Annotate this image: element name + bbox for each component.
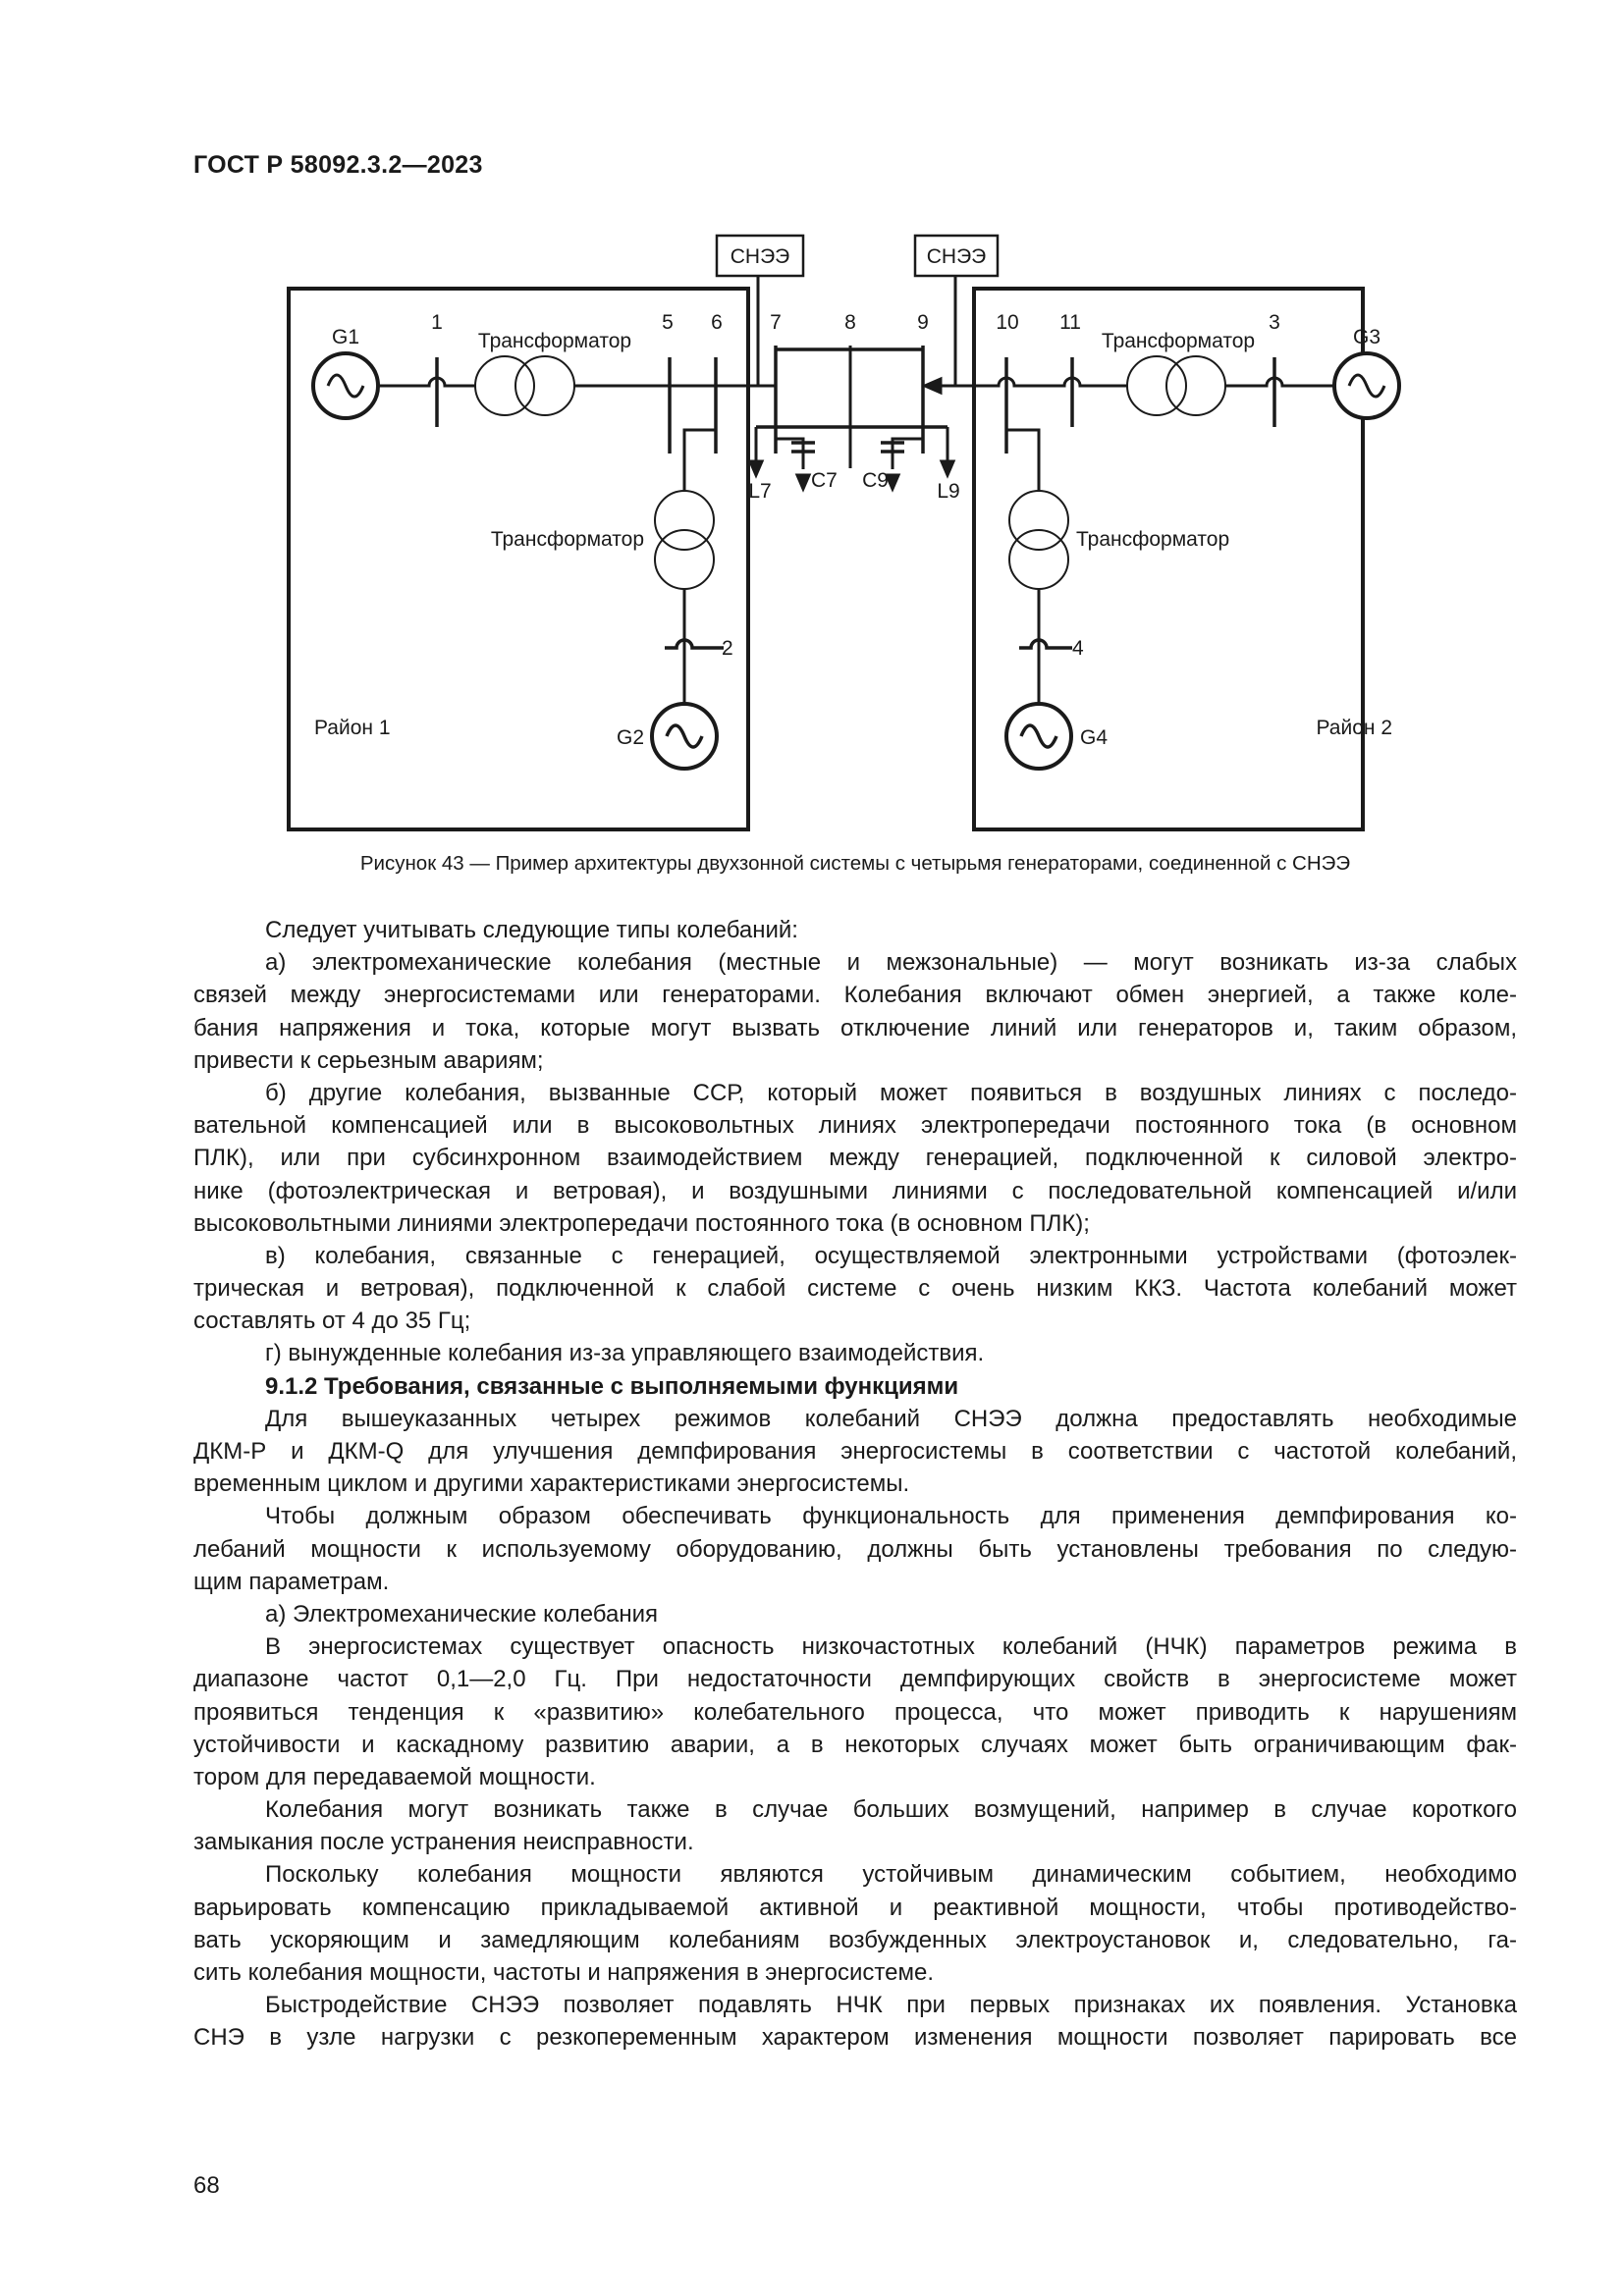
text-line: ДКМ-Р и ДКМ-Q для улучшения демпфировани… — [193, 1438, 1517, 1465]
bus-label: 3 — [1269, 311, 1280, 334]
generator-label: G2 — [617, 726, 644, 749]
text-line: Следует учитывать следующие типы колебан… — [265, 917, 798, 943]
text-line: трическая и ветровая), подключенной к сл… — [193, 1275, 1517, 1303]
text-line: Поскольку колебания мощности являются ус… — [265, 1861, 1517, 1889]
bus-label: 4 — [1072, 637, 1084, 660]
area-label: Район 2 — [1316, 717, 1392, 739]
transformer-label: Трансформатор — [1102, 330, 1255, 352]
text-line: варьировать компенсацию прикладываемой а… — [193, 1894, 1517, 1921]
text-line: Колебания могут возникать также в случае… — [265, 1796, 1517, 1824]
text-line: временным циклом и другими характеристик… — [193, 1470, 910, 1498]
section-heading: 9.1.2 Требования, связанные с выполняемы… — [193, 1370, 1517, 1403]
body-text: Следует учитывать следующие типы колебан… — [193, 914, 1517, 2055]
text-line: ПЛК), или при субсинхронном взаимодейств… — [193, 1145, 1517, 1172]
storage-label: СНЭЭ — [731, 245, 790, 268]
figure-caption: Рисунок 43 — Пример архитектуры двухзонн… — [359, 852, 1351, 875]
text-line: связей между энергосистемами или генерат… — [193, 982, 1517, 1009]
text-line: а) Электромеханические колебания — [265, 1600, 658, 1628]
text-line: привести к серьезным авариям; — [193, 1046, 544, 1074]
bus-label: 2 — [722, 637, 733, 660]
generator-g1-icon — [311, 351, 380, 420]
storage-box-1 — [715, 234, 805, 278]
transformer-icon — [1008, 490, 1069, 551]
bus-label: 1 — [431, 311, 443, 334]
paragraph: Для вышеуказанных четырех режимов колеба… — [193, 1403, 1517, 1501]
transformer-label: Трансформатор — [491, 528, 644, 551]
generator-g2-icon — [650, 702, 719, 771]
paragraph: а) электромеханические колебания (местны… — [193, 946, 1517, 1077]
paragraph: в) колебания, связанные с генерацией, ос… — [193, 1240, 1517, 1338]
text-line: сить колебания мощности, частоты и напря… — [193, 1959, 934, 1986]
load-label: L7 — [748, 480, 771, 503]
text-line: устойчивости и каскадному развитию авари… — [193, 1731, 1517, 1758]
transformer-icon — [1126, 355, 1187, 416]
text-line: тором для передаваемой мощности. — [193, 1763, 596, 1790]
two-area-system-diagram: СНЭЭ СНЭЭ G1 G2 G3 G4 1 2 3 4 5 6 7 8 9 … — [287, 234, 1401, 831]
text-line: В энергосистемах существует опасность ни… — [265, 1633, 1517, 1661]
bus-label: 7 — [770, 311, 782, 334]
text-line: замыкания после устранения неисправности… — [193, 1829, 694, 1856]
text-line: диапазоне частот 0,1—2,0 Гц. При недоста… — [193, 1666, 1517, 1693]
paragraph: Быстродействие СНЭЭ позволяет подавлять … — [193, 1989, 1517, 2054]
transformer-icon — [654, 490, 715, 551]
bus-label: 10 — [996, 311, 1018, 334]
text-line: высоковольтными линиями электропередачи … — [193, 1209, 1090, 1237]
text-line: составлять от 4 до 35 Гц; — [193, 1308, 471, 1335]
generator-label: G1 — [332, 326, 359, 348]
generator-label: G3 — [1353, 326, 1380, 348]
text-line: вательной компенсацией или в высоковольт… — [193, 1112, 1517, 1140]
text-line: Чтобы должным образом обеспечивать функц… — [265, 1503, 1517, 1530]
capacitor-label: C7 — [811, 469, 838, 492]
storage-label: СНЭЭ — [927, 245, 987, 268]
text-line: СНЭ в узле нагрузки с резкопеременным ха… — [193, 2024, 1517, 2052]
bus-label: 8 — [844, 311, 856, 334]
paragraph: б) другие колебания, вызванные ССР, кото… — [193, 1077, 1517, 1240]
paragraph: Следует учитывать следующие типы колебан… — [193, 914, 1517, 946]
document-header: ГОСТ Р 58092.3.2—2023 — [193, 151, 483, 179]
page-number: 68 — [193, 2172, 220, 2199]
capacitor-label: C9 — [862, 469, 889, 492]
text-line: вать ускоряющим и замедляющим колебаниям… — [193, 1926, 1517, 1953]
paragraph: Поскольку колебания мощности являются ус… — [193, 1858, 1517, 1989]
storage-arrow — [921, 376, 943, 396]
text-line: г) вынужденные колебания из-за управляющ… — [265, 1340, 985, 1367]
bus-label: 9 — [917, 311, 929, 334]
paragraph: г) вынужденные колебания из-за управляющ… — [193, 1337, 1517, 1369]
text-line: бания напряжения и тока, которые могут в… — [193, 1014, 1517, 1041]
text-line: 9.1.2 Требования, связанные с выполняемы… — [265, 1372, 959, 1400]
paragraph: В энергосистемах существует опасность ни… — [193, 1630, 1517, 1793]
bus-4 — [1019, 638, 1072, 650]
generator-g4-icon — [1004, 702, 1073, 771]
bus-2 — [665, 638, 724, 650]
area-2-boundary — [972, 287, 1365, 831]
text-line: проявиться тенденция к «развитию» колеба… — [193, 1698, 1517, 1726]
bus-label: 5 — [662, 311, 674, 334]
load-label: L9 — [937, 480, 959, 503]
area-1-boundary — [287, 287, 750, 831]
paragraph: а) Электромеханические колебания — [193, 1598, 1517, 1630]
paragraph: Колебания могут возникать также в случае… — [193, 1793, 1517, 1858]
transformer-label: Трансформатор — [1076, 528, 1229, 551]
text-line: Для вышеуказанных четырех режимов колеба… — [265, 1405, 1517, 1432]
area-label: Район 1 — [314, 717, 391, 739]
bus-label: 11 — [1059, 311, 1081, 334]
paragraph: Чтобы должным образом обеспечивать функц… — [193, 1500, 1517, 1598]
text-line: щим параметрам. — [193, 1568, 390, 1595]
bus-label: 6 — [711, 311, 723, 334]
text-line: Быстродействие СНЭЭ позволяет подавлять … — [265, 1992, 1517, 2019]
transformer-label: Трансформатор — [478, 330, 631, 352]
text-line: а) электромеханические колебания (местны… — [265, 949, 1517, 977]
text-line: б) другие колебания, вызванные ССР, кото… — [265, 1079, 1517, 1106]
text-line: нике (фотоэлектрическая и ветровая), и в… — [193, 1177, 1517, 1204]
text-line: в) колебания, связанные с генерацией, ос… — [265, 1242, 1517, 1269]
generator-label: G4 — [1080, 726, 1108, 749]
text-line: лебаний мощности к используемому оборудо… — [193, 1535, 1517, 1563]
transformer-icon — [474, 355, 535, 416]
